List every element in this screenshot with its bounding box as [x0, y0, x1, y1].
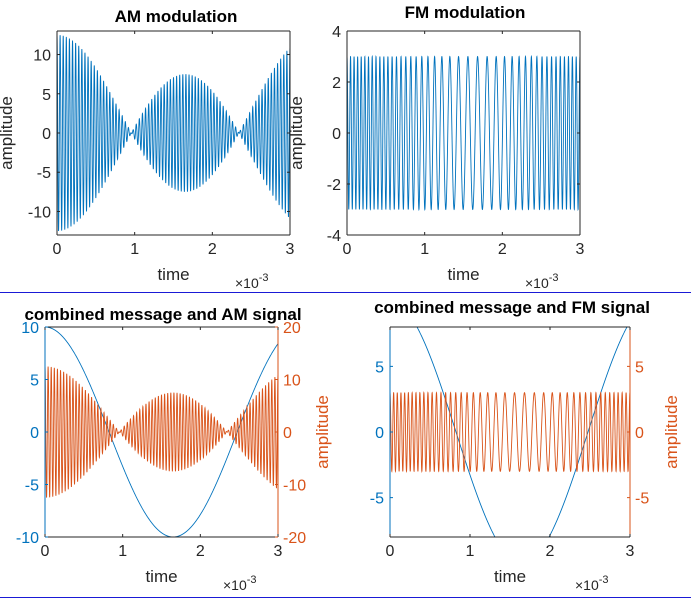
x-tick-label: 3	[286, 241, 295, 258]
series-line-1	[45, 327, 278, 537]
x-tick-label: 1	[118, 543, 127, 560]
x-tick-label: 3	[274, 543, 283, 560]
x-tick-label: 2	[196, 543, 205, 560]
x-tick-label: 0	[343, 241, 352, 258]
chart-4	[389, 326, 631, 538]
y-tick-label: -5	[25, 478, 39, 495]
x-tick-label: 2	[208, 241, 217, 258]
chart-3	[44, 326, 279, 538]
y-tick-label: 0	[332, 126, 341, 143]
x-tick-label: 2	[546, 543, 555, 560]
x-exponent-label: ×10-3	[575, 574, 609, 593]
y-tick-label: 0	[30, 425, 39, 442]
x-exponent-label: ×10-3	[223, 574, 257, 593]
y-tick-label: -5	[370, 491, 384, 508]
x-axis-label: time	[157, 265, 189, 284]
chart-title: combined message and AM signal	[24, 305, 301, 324]
y-tick-label: -4	[327, 228, 341, 245]
y-tick-label: 2	[332, 75, 341, 92]
y-right-tick-label: 20	[283, 320, 301, 337]
x-tick-label: 3	[626, 543, 635, 560]
y-tick-label: 0	[42, 126, 51, 143]
y-tick-label: 5	[30, 373, 39, 390]
y-tick-label: -10	[28, 204, 51, 221]
y-right-tick-label: 0	[283, 425, 292, 442]
x-tick-label: 1	[420, 241, 429, 258]
x-tick-label: 0	[386, 543, 395, 560]
y-right-tick-label: 10	[283, 373, 301, 390]
chart-2	[346, 30, 581, 236]
x-tick-label: 0	[41, 543, 50, 560]
divider-middle	[0, 292, 691, 293]
series-line-1	[347, 54, 580, 212]
y-right-tick-label: -10	[283, 478, 306, 495]
y-tick-label: 4	[332, 24, 341, 41]
x-axis-label: time	[447, 265, 479, 284]
x-exponent-label: ×10-3	[235, 272, 269, 291]
y-tick-label: 10	[21, 320, 39, 337]
chart-1	[56, 30, 291, 236]
y-right-axis-label: amplitude	[313, 395, 332, 469]
chart-title: AM modulation	[115, 7, 238, 26]
x-tick-label: 0	[53, 241, 62, 258]
y-right-tick-label: 5	[635, 359, 644, 376]
series-line-2	[45, 366, 278, 498]
y-tick-label: 5	[42, 87, 51, 104]
x-tick-label: 1	[130, 241, 139, 258]
chart-title: combined message and FM signal	[374, 298, 650, 317]
series-line-2	[390, 390, 630, 474]
x-exponent-label: ×10-3	[525, 272, 559, 291]
y-axis-label: amplitude	[287, 96, 306, 170]
series-line-1	[57, 34, 290, 232]
y-tick-label: 10	[33, 48, 51, 65]
x-tick-label: 2	[498, 241, 507, 258]
y-tick-label: 0	[375, 425, 384, 442]
x-tick-label: 3	[576, 241, 585, 258]
y-right-axis-label: amplitude	[662, 395, 681, 469]
divider-bottom	[0, 597, 691, 598]
x-axis-label: time	[145, 567, 177, 586]
x-axis-label: time	[494, 567, 526, 586]
y-right-tick-label: -5	[635, 491, 649, 508]
y-right-tick-label: 0	[635, 425, 644, 442]
y-right-tick-label: -20	[283, 530, 306, 547]
x-tick-label: 1	[466, 543, 475, 560]
y-axis-label: amplitude	[0, 96, 16, 170]
y-tick-label: -10	[16, 530, 39, 547]
series-line-1	[416, 327, 628, 537]
y-tick-label: 5	[375, 359, 384, 376]
y-tick-label: -5	[37, 165, 51, 182]
y-tick-label: -2	[327, 177, 341, 194]
chart-title: FM modulation	[405, 3, 526, 22]
